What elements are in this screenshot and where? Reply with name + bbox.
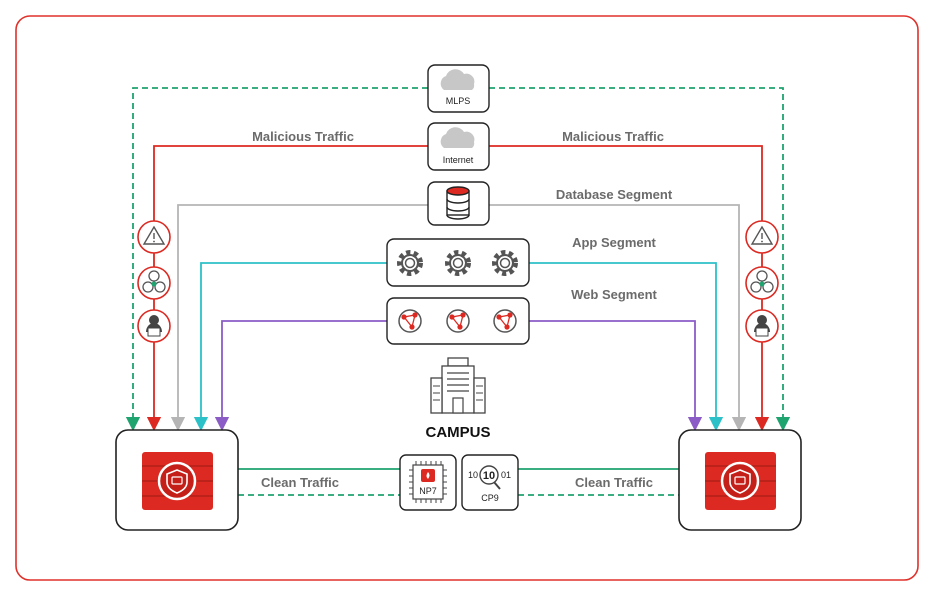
chip-icon [409,461,447,503]
biohazard-icon [137,266,171,300]
network-node-icon [493,309,517,333]
network-node-icon [398,309,422,333]
internet-label: Internet [443,155,474,165]
np7-node: NP7 [399,454,457,511]
app-segment-label: App Segment [572,235,656,250]
outer-frame [15,15,919,581]
building-icon [430,357,486,414]
mlps-label: MLPS [446,96,471,106]
web-link-left [214,320,387,432]
mlps-node: MLPS [427,64,490,113]
hacker-icon [745,309,779,343]
database-icon [446,186,470,220]
biohazard-icon [745,266,779,300]
malicious-link-left [146,145,428,432]
warning-icon [137,220,171,254]
warning-icon [745,220,779,254]
firewall-shield-icon [142,452,213,510]
threat-icons-left [137,220,171,343]
database-link-right [489,204,747,432]
web-segment-node [386,297,530,345]
cp9-digits-mid: 10 [483,470,495,482]
mlps-link-right [489,87,791,432]
np7-label: NP7 [419,486,437,496]
clean-traffic-label-right: Clean Traffic [575,475,653,490]
hacker-icon [137,309,171,343]
database-link-left [170,204,428,432]
database-node [427,181,490,226]
app-link-left [193,262,387,432]
firewall-left [115,429,239,531]
firewall-shield-icon [705,452,776,510]
threat-icons-right [745,220,779,343]
mlps-link-left [125,87,428,432]
web-link-right [529,320,703,432]
magnifier-icon [479,465,501,490]
malicious-traffic-label-right: Malicious Traffic [562,129,664,144]
campus-label: CAMPUS [425,424,490,441]
clean-traffic-label-left: Clean Traffic [261,475,339,490]
app-segment-node [386,238,530,287]
cp9-digits-right: 01 [501,470,511,480]
malicious-traffic-label-left: Malicious Traffic [252,129,354,144]
database-segment-label: Database Segment [556,187,673,202]
internet-node: Internet [427,122,490,171]
app-link-right [529,262,724,432]
firewall-right [678,429,802,531]
cp9-label: CP9 [481,493,499,503]
cp9-node: 10 10 01 CP9 [461,454,519,511]
network-node-icon [446,309,470,333]
cp9-digits-left: 10 [468,470,478,480]
web-segment-label: Web Segment [571,287,657,302]
